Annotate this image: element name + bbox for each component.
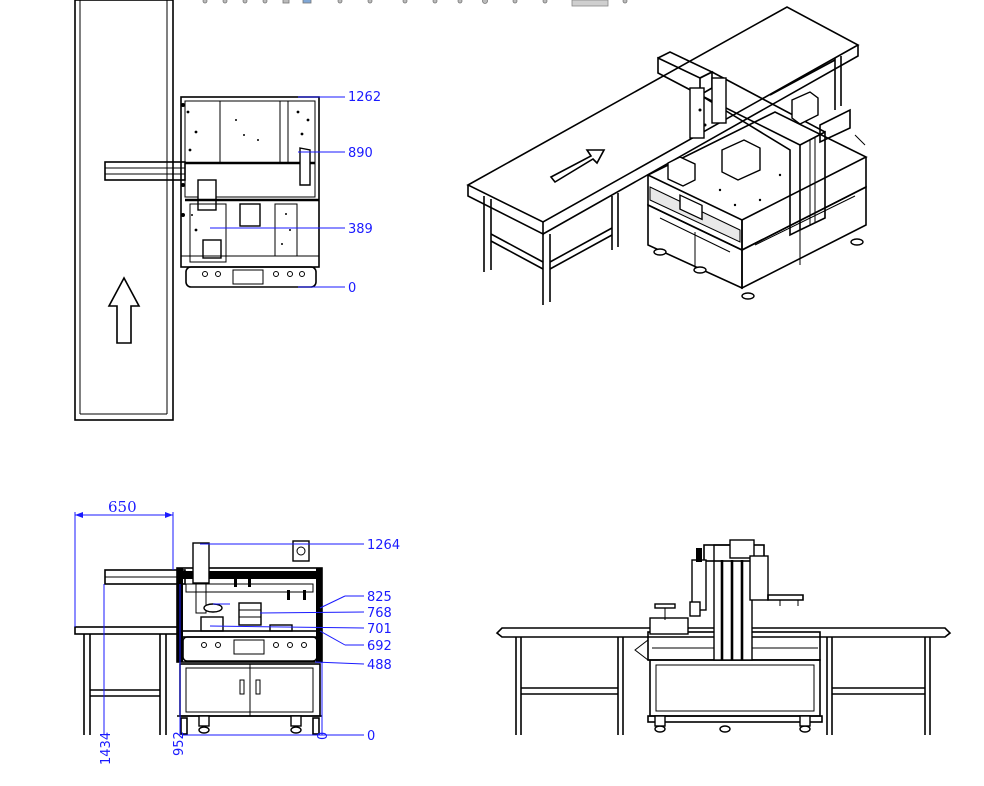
- top-view-dimensions: 1262 890 389 0: [210, 90, 381, 296]
- front-conveyor-table: [74, 569, 186, 735]
- side-view: [495, 539, 952, 735]
- dim-0-rotated: 0: [316, 732, 331, 740]
- dim-0-top: 0: [348, 281, 356, 296]
- dim-1434: 1434: [99, 732, 114, 765]
- dim-701: 701: [367, 622, 392, 637]
- dim-768: 768: [367, 606, 392, 621]
- front-view-dimensions: 650 1434 952 0 1264 825 768 701 692 488: [74, 498, 400, 765]
- dim-0-front: 0: [367, 729, 375, 744]
- toolbar-remnant: [202, 0, 628, 7]
- iso-flow-arrow: [549, 149, 606, 184]
- dim-890: 890: [348, 146, 373, 161]
- front-machine: [176, 540, 323, 735]
- dim-488: 488: [367, 658, 392, 673]
- dim-825: 825: [367, 590, 392, 605]
- iso-machine-cabinet: [646, 111, 868, 300]
- side-machine: [634, 539, 823, 733]
- isometric-view: [466, 6, 868, 305]
- dim-1262: 1262: [348, 90, 381, 105]
- dim-650: 650: [108, 498, 137, 516]
- dim-692: 692: [367, 639, 392, 654]
- flow-direction-arrow: [107, 276, 141, 344]
- side-tabletop: [495, 627, 952, 638]
- dim-1264: 1264: [367, 538, 400, 553]
- conveyor-table-top: [74, 0, 174, 421]
- front-view: 650 1434 952 0 1264 825 768 701 692 488: [74, 498, 400, 765]
- iso-gantry: [657, 51, 866, 237]
- dim-389: 389: [348, 222, 373, 237]
- top-view: 1262 890 389 0: [74, 0, 381, 421]
- dim-952: 952: [172, 731, 187, 756]
- machine-body-top: [180, 96, 320, 288]
